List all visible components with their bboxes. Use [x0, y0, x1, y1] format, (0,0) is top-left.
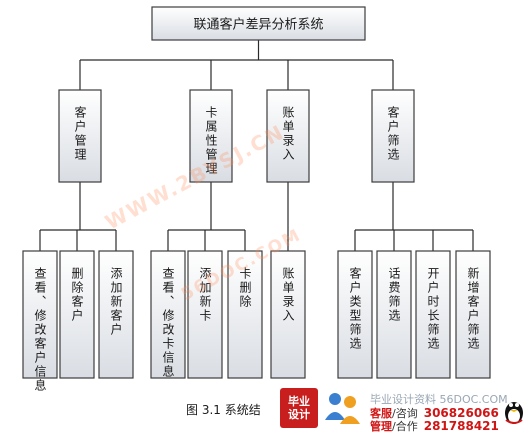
- child-node-2-0: 账单录入: [270, 250, 306, 379]
- qq-penguin-icon: [505, 402, 523, 424]
- service-number: 306826066: [423, 406, 499, 420]
- child-node-1-1: 添加新卡: [187, 250, 223, 379]
- child-node-0-1-frame: [59, 250, 95, 379]
- manage-sep: /合作: [392, 420, 418, 433]
- child-node-2-0-label: 账单录入: [281, 267, 295, 323]
- root-node: 联通客户差异分析系统: [151, 6, 366, 41]
- module-node-0-label: 客户管理: [73, 105, 87, 162]
- module-node-2-label: 账单录入: [281, 106, 295, 162]
- banner-site-text: 毕业设计资料 56DOC.COM: [370, 393, 508, 406]
- module-node-1-label: 卡属性管理: [204, 106, 218, 176]
- manage-label: 管理: [370, 420, 392, 433]
- child-node-3-0-frame: [337, 250, 373, 379]
- module-node-0: 客户管理: [58, 89, 102, 183]
- bysj-logo: 毕业 设计: [280, 388, 318, 428]
- child-node-0-2-frame: [98, 250, 134, 379]
- child-node-3-3-label: 新增客户筛选: [466, 266, 480, 351]
- child-node-3-0: 客户类型筛选: [337, 250, 373, 379]
- module-node-2-frame: [266, 89, 310, 183]
- child-node-0-2: 添加新客户: [98, 250, 134, 379]
- child-node-2-0-frame: [270, 250, 306, 379]
- child-node-0-0-frame: [22, 250, 58, 379]
- child-node-1-0-frame: [150, 250, 186, 379]
- child-node-3-0-label: 客户类型筛选: [348, 266, 362, 351]
- child-node-1-2-frame: [227, 250, 263, 379]
- manage-contact: 管理/合作 281788421: [370, 418, 499, 434]
- child-node-3-2-frame: [415, 250, 451, 379]
- service-sep: /咨询: [392, 407, 418, 420]
- logo-line-1: 毕业: [288, 395, 310, 408]
- service-contact: 客服/咨询 306826066: [370, 405, 499, 421]
- child-node-3-3: 新增客户筛选: [455, 250, 491, 379]
- module-node-3-label: 客户筛选: [386, 105, 400, 162]
- child-node-3-2: 开户时长筛选: [415, 250, 451, 379]
- child-node-1-0: 查看、修改卡信息: [150, 250, 186, 379]
- child-node-3-1-frame: [376, 250, 412, 379]
- child-node-1-1-frame: [187, 250, 223, 379]
- child-node-3-3-frame: [455, 250, 491, 379]
- people-icon: [325, 393, 360, 424]
- child-node-3-1-label: 话费筛选: [387, 267, 401, 323]
- child-node-1-2: 卡删除: [227, 250, 263, 379]
- child-node-0-0-label: 查看、修改客户信息: [33, 267, 47, 393]
- module-node-3: 客户筛选: [371, 89, 415, 183]
- manage-number: 281788421: [423, 419, 499, 433]
- connector-lines: [39, 40, 474, 251]
- module-node-0-frame: [58, 89, 102, 183]
- child-node-3-2-label: 开户时长筛选: [426, 267, 440, 351]
- root-node-label: 联通客户差异分析系统: [193, 17, 323, 33]
- root-node-frame: [151, 6, 366, 41]
- child-node-0-1-label: 删除客户: [70, 267, 84, 323]
- module-node-1: 卡属性管理: [189, 89, 233, 183]
- logo-line-2: 设计: [288, 408, 310, 421]
- child-node-1-1-label: 添加新卡: [198, 267, 212, 323]
- service-label: 客服: [370, 407, 392, 420]
- module-node-2: 账单录入: [266, 89, 310, 183]
- child-node-0-0: 查看、修改客户信息: [22, 250, 58, 393]
- ad-banner[interactable]: 毕业 设计 毕业设计资料 56DOC.COM 客服/咨询 306826066 管理…: [280, 388, 529, 434]
- child-node-3-1: 话费筛选: [376, 250, 412, 379]
- child-node-1-0-label: 查看、修改卡信息: [161, 267, 175, 379]
- child-node-0-1: 删除客户: [59, 250, 95, 379]
- child-node-1-2-label: 卡删除: [238, 267, 252, 309]
- module-node-1-frame: [189, 89, 233, 183]
- child-node-0-2-label: 添加新客户: [109, 267, 123, 337]
- module-node-3-frame: [371, 89, 415, 183]
- figure-caption: 图 3.1 系统结: [186, 403, 261, 417]
